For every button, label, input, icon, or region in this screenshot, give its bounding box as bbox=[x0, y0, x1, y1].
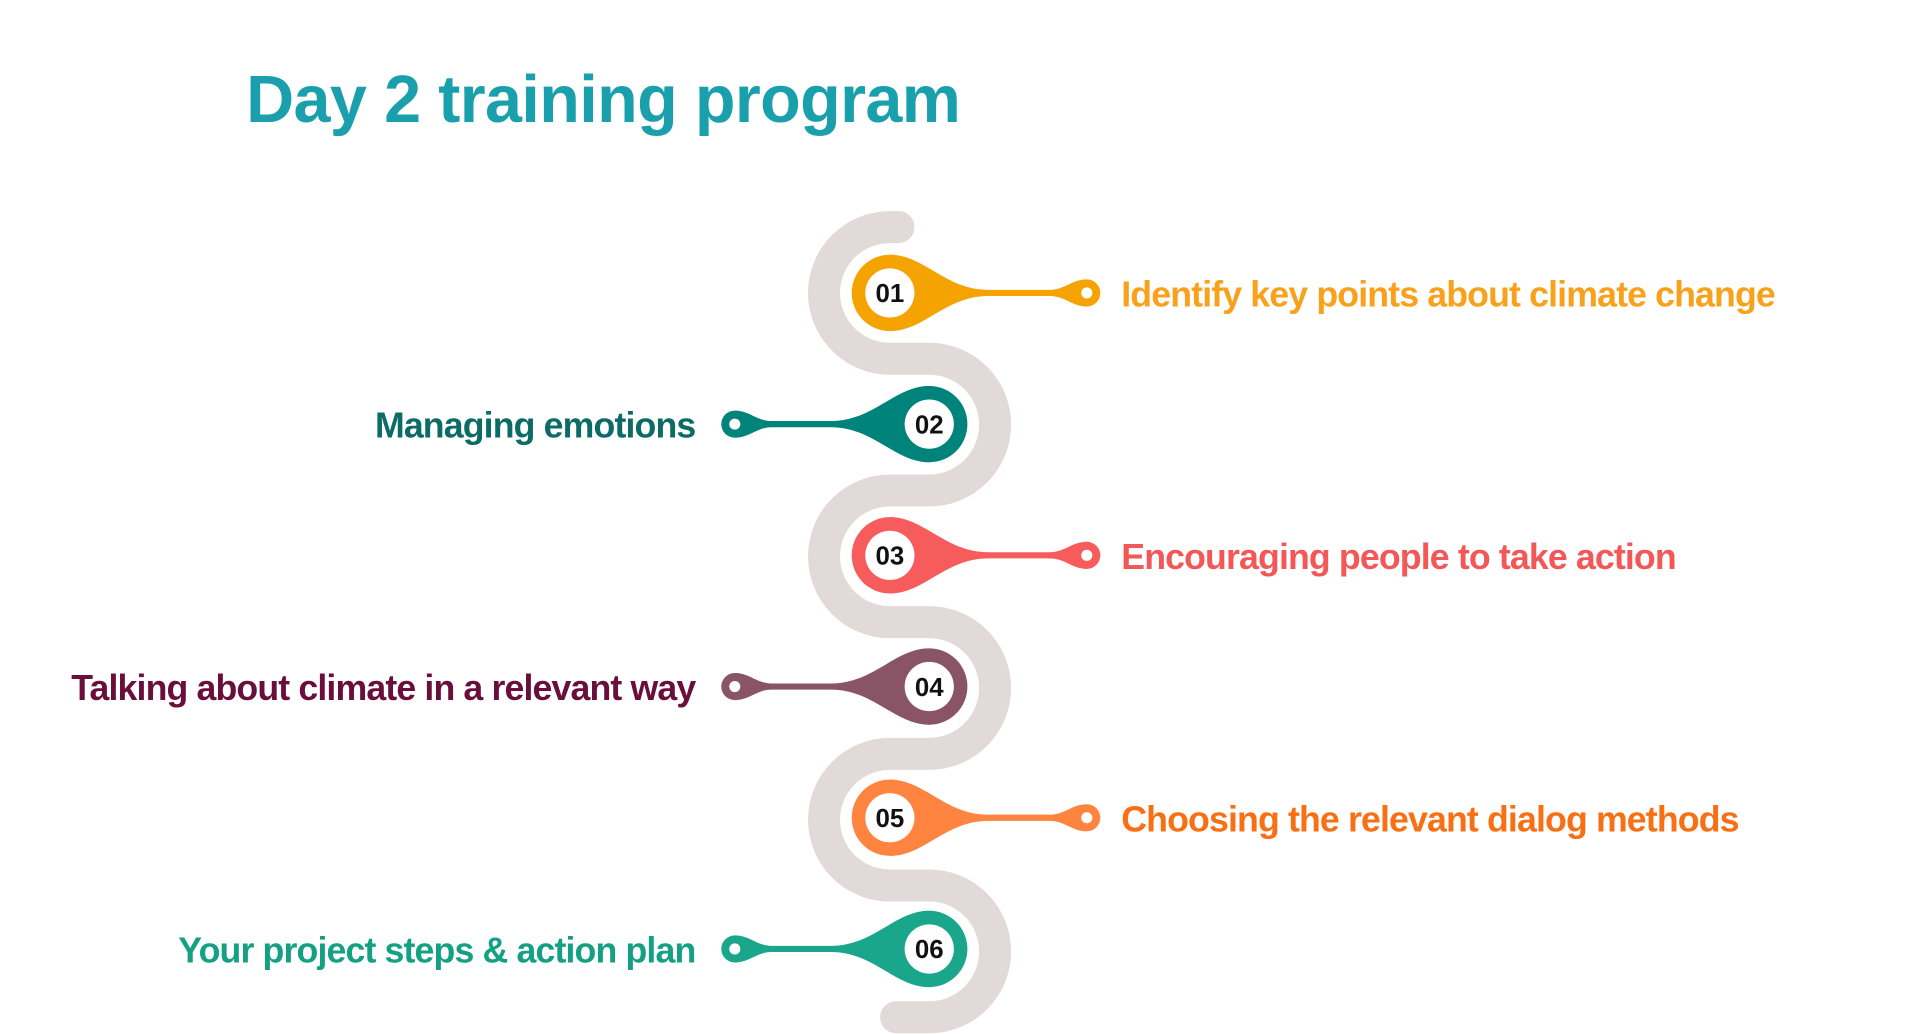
pin-tail bbox=[734, 648, 930, 725]
pin-tail bbox=[889, 517, 1087, 594]
pin-end-hole bbox=[729, 943, 741, 955]
step-number: 06 bbox=[915, 936, 944, 964]
pin-center bbox=[865, 530, 915, 580]
pin-center bbox=[904, 399, 954, 449]
pin-end-hole bbox=[1081, 549, 1093, 561]
page-title: Day 2 training program bbox=[246, 62, 961, 137]
pin-center bbox=[904, 924, 954, 974]
winding-road bbox=[808, 211, 1012, 1034]
pin-tail bbox=[889, 254, 1087, 332]
pin-center bbox=[904, 661, 954, 712]
step-label: Talking about climate in a relevant way bbox=[71, 668, 696, 708]
step-label: Choosing the relevant dialog methods bbox=[1121, 799, 1738, 839]
step-number: 02 bbox=[915, 411, 944, 439]
step-number: 03 bbox=[876, 543, 905, 571]
step-04: 04 Talking about climate in a relevant wa… bbox=[71, 648, 968, 725]
step-01: 01 Identify key points about climate chan… bbox=[851, 254, 1776, 332]
step-03: 03 Encouraging people to take action bbox=[851, 517, 1677, 594]
pin-tail bbox=[734, 385, 930, 463]
pin-center bbox=[865, 268, 915, 318]
step-label: Your project steps & action plan bbox=[178, 930, 695, 970]
step-number: 04 bbox=[915, 674, 944, 702]
step-number: 05 bbox=[876, 805, 905, 833]
pin-end-hole bbox=[729, 681, 741, 693]
step-label: Managing emotions bbox=[375, 406, 695, 446]
step-05: 05 Choosing the relevant dialog methods bbox=[851, 779, 1740, 856]
pin-end-hole bbox=[1081, 812, 1093, 824]
pin-tail bbox=[889, 779, 1087, 856]
pin-end-hole bbox=[1081, 287, 1093, 299]
pin-tail bbox=[734, 910, 930, 988]
step-number: 01 bbox=[876, 280, 905, 308]
step-label: Encouraging people to take action bbox=[1121, 537, 1676, 577]
step-02: 02 Managing emotions bbox=[375, 385, 968, 463]
pin-center bbox=[865, 793, 915, 843]
step-label: Identify key points about climate change bbox=[1121, 274, 1775, 314]
step-06: 06 Your project steps & action plan bbox=[178, 910, 968, 988]
pin-end-hole bbox=[729, 418, 741, 430]
